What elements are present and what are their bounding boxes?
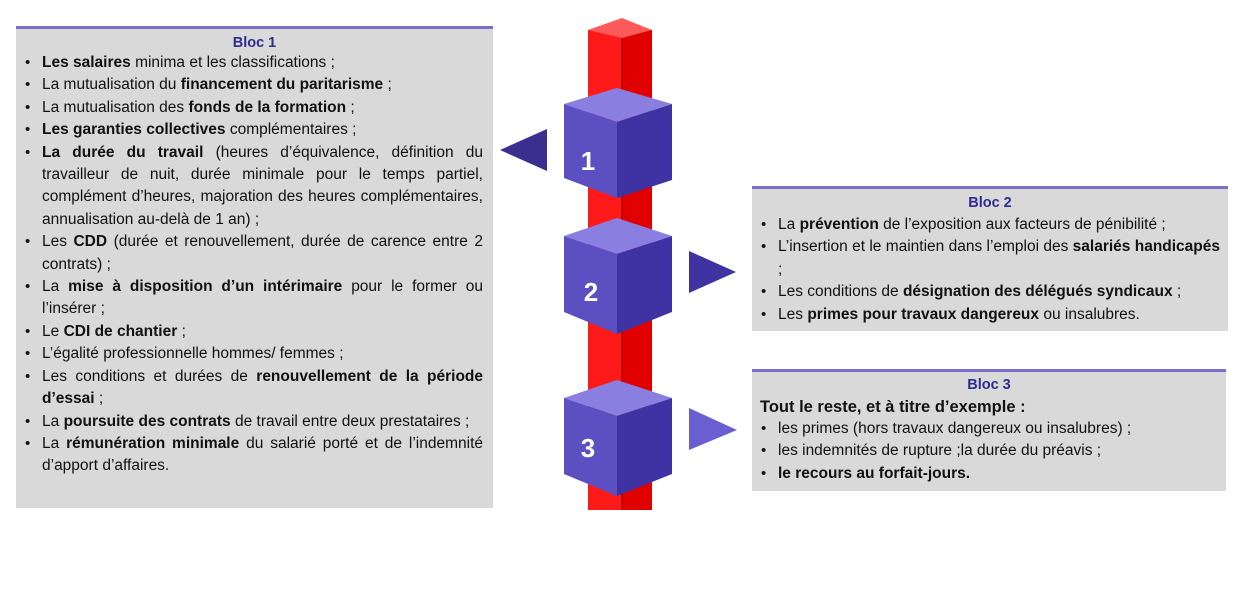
text: de l’exposition aux facteurs de pénibili…	[878, 216, 1166, 233]
bold-text: Les garanties collectives	[42, 121, 226, 139]
bold-text: fonds de la formation	[188, 98, 347, 116]
cube-3	[564, 380, 672, 496]
text: du salarié porté et de l’indemnité d’app…	[42, 434, 483, 475]
bloc-1-title: Bloc 1	[232, 35, 277, 51]
text: Les	[778, 305, 808, 323]
text: L’égalité professionnelle hommes/ femmes…	[42, 345, 344, 363]
bold-text: mise à disposition d’un intérimaire	[68, 278, 343, 296]
text: La	[778, 216, 800, 233]
text: ;	[1172, 283, 1182, 301]
list-item: La prévention de l’exposition aux facteu…	[752, 214, 1228, 237]
text: La mutualisation du	[42, 76, 181, 94]
text: La	[42, 278, 69, 296]
list-item: Les conditions et durées de renouvelleme…	[16, 366, 493, 411]
list-item: La poursuite des contrats de travail ent…	[16, 411, 493, 434]
list-item: Les garanties collectives complémentaire…	[16, 119, 493, 142]
bloc-3-lead: Tout le reste, et à titre d’exemple :	[760, 398, 1026, 416]
text: ;	[177, 322, 186, 340]
list-item: Les conditions de désignation des délégu…	[752, 281, 1228, 304]
text: ;	[778, 260, 783, 278]
bloc-2-panel: Bloc 2 La prévention de l’exposition aux…	[752, 186, 1228, 331]
list-item: Les salaires minima et les classificatio…	[16, 52, 493, 75]
text: L’insertion et le maintien dans l’emploi…	[778, 238, 1073, 256]
list-item: L’insertion et le maintien dans l’emploi…	[752, 236, 1228, 281]
cube-3-label: 3	[581, 433, 595, 463]
arrow-right-icon	[689, 251, 736, 293]
arrow-right-icon	[689, 408, 737, 450]
cube-1-label: 1	[581, 146, 595, 176]
cube-2	[564, 218, 672, 334]
list-item: Les primes pour travaux dangereux ou ins…	[752, 304, 1228, 327]
list-item: les indemnités de rupture ;la durée du p…	[752, 440, 1226, 463]
list-item: La mutualisation des fonds de la formati…	[16, 97, 493, 120]
text: ;	[383, 76, 392, 94]
text: La mutualisation des	[42, 98, 189, 116]
bold-text: rémunération minimale	[66, 434, 240, 452]
bold-text: CDI de chantier	[63, 322, 178, 340]
bold-text: prévention	[799, 216, 879, 233]
text: les primes (hors travaux dangereux ou in…	[778, 420, 1132, 437]
bloc-3-panel: Bloc 3 Tout le reste, et à titre d’exemp…	[752, 369, 1226, 491]
text: ou insalubres.	[1039, 305, 1140, 323]
bloc-3-title: Bloc 3	[967, 377, 1011, 393]
bold-text: Les salaires	[42, 54, 131, 71]
text: Les conditions et durées de	[42, 367, 257, 385]
arrow-left-icon	[500, 129, 547, 171]
text: de travail entre deux prestataires ;	[230, 412, 470, 430]
cube-2-label: 2	[584, 277, 598, 307]
list-item: Les CDD (durée et renouvellement, durée …	[16, 231, 493, 276]
bold-text: poursuite des contrats	[63, 412, 231, 430]
bloc-1-panel: Bloc 1 Les salaires minima et les classi…	[16, 26, 493, 508]
text: minima et les classifications ;	[130, 54, 335, 71]
text: La	[42, 434, 67, 452]
bloc-2-title: Bloc 2	[968, 195, 1012, 211]
bloc-2-list: La prévention de l’exposition aux facteu…	[752, 214, 1228, 326]
list-item: La mise à disposition d’un intérimaire p…	[16, 276, 493, 321]
list-item: le recours au forfait-jours.	[752, 463, 1226, 486]
bold-text: CDD	[73, 233, 108, 251]
list-item: L’égalité professionnelle hommes/ femmes…	[16, 343, 493, 366]
text: les indemnités de rupture ;la durée du p…	[778, 442, 1102, 460]
list-item: Le CDI de chantier ;	[16, 321, 493, 344]
list-item: les primes (hors travaux dangereux ou in…	[752, 418, 1226, 441]
bold-text: désignation des délégués syndicaux	[902, 283, 1173, 301]
text: complémentaires ;	[225, 121, 357, 139]
bloc-1-list: Les salaires minima et les classificatio…	[16, 52, 493, 478]
bold-text: financement du paritarisme	[180, 76, 384, 94]
bloc-3-list: les primes (hors travaux dangereux ou in…	[752, 418, 1226, 486]
bold-text: salariés handicapés	[1072, 238, 1221, 256]
text: Le	[42, 322, 64, 340]
bold-text: La durée du travail	[42, 143, 204, 161]
cube-1	[564, 88, 672, 198]
bold-text: primes pour travaux dangereux	[807, 305, 1040, 323]
bold-text: renouvellement de la période d’essai	[42, 367, 483, 408]
red-column-top	[588, 18, 652, 38]
text: (durée et renouvellement, durée de caren…	[42, 233, 483, 273]
text: Les	[42, 233, 74, 251]
list-item: La rémunération minimale du salarié port…	[16, 433, 493, 478]
text: ;	[346, 98, 355, 116]
list-item: La mutualisation du financement du parit…	[16, 74, 493, 97]
text: La	[42, 412, 64, 430]
text: ;	[94, 390, 104, 408]
text: (heures d’équivalence, définition du tra…	[42, 143, 484, 228]
list-item: La durée du travail (heures d’équivalenc…	[16, 142, 493, 232]
bold-text: le recours au forfait-jours.	[778, 464, 971, 482]
text: pour le former ou l’insérer ;	[42, 278, 483, 318]
text: Les conditions de	[778, 283, 903, 301]
